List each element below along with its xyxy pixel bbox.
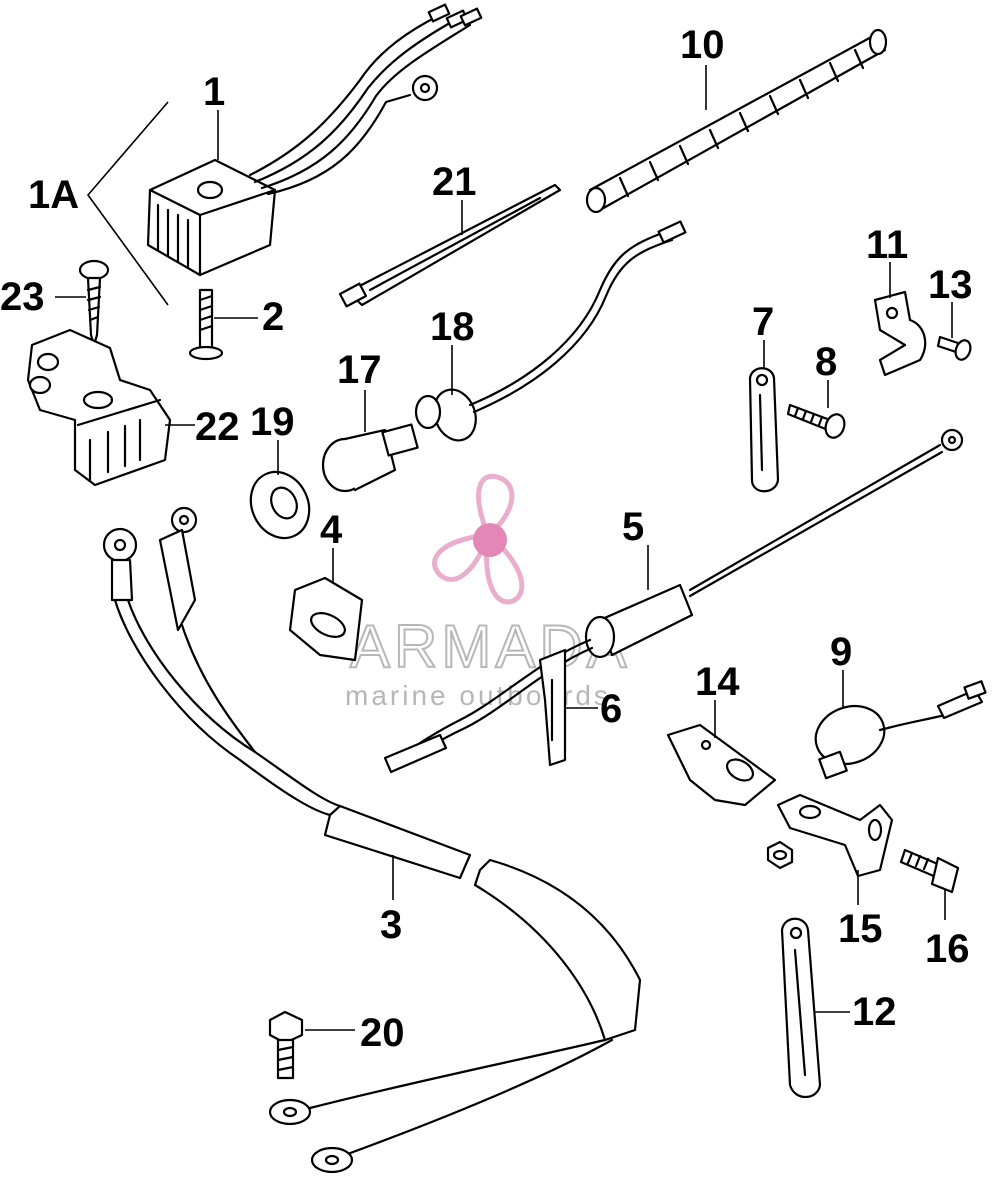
part-14-gasket	[666, 723, 777, 807]
part-label-20: 20	[360, 1011, 405, 1055]
part-16-bolt	[899, 848, 960, 894]
part-12-strap	[780, 917, 822, 1099]
part-label-6: 6	[600, 687, 622, 731]
part-4-grommet	[288, 576, 364, 662]
part-6-clip	[538, 648, 567, 767]
part-23-screw	[78, 259, 110, 347]
part-label-15: 15	[838, 907, 883, 951]
part-label-4: 4	[320, 508, 343, 552]
part-15-bracket	[766, 793, 894, 878]
part-label-8: 8	[815, 340, 837, 384]
part-label-5: 5	[622, 505, 644, 549]
part-label-17: 17	[337, 348, 382, 392]
part-label-11: 11	[866, 223, 908, 267]
part-17-connector	[321, 423, 419, 493]
part-label-16: 16	[925, 927, 970, 971]
propeller-icon	[432, 473, 525, 605]
part-label-21: 21	[432, 160, 477, 204]
part-3-battery-cable	[102, 506, 642, 1174]
watermark-logo: ARMADA marine outboards	[345, 473, 631, 711]
part-label-1: 1	[203, 70, 225, 114]
part-label-14: 14	[695, 660, 740, 704]
part-10-spiral-tube	[585, 28, 888, 214]
part-label-13: 13	[928, 263, 973, 307]
part-22-bracket	[26, 328, 172, 487]
part-19-nut	[249, 470, 311, 540]
watermark-brand: ARMADA	[350, 613, 631, 680]
part-8-screw	[786, 403, 846, 439]
part-13-screw	[936, 335, 972, 361]
part-5-cable	[383, 428, 964, 774]
watermark-tagline: marine outboards	[345, 680, 611, 711]
part-20-bolt	[268, 1010, 304, 1080]
part-2-bolt	[188, 288, 224, 361]
part-7-strap	[748, 367, 780, 493]
part-21-cable-tie	[338, 183, 562, 308]
leader-1a	[86, 101, 169, 306]
part-label-18: 18	[430, 305, 475, 349]
part-label-1a: 1A	[28, 173, 79, 217]
part-label-2: 2	[262, 295, 284, 339]
part-label-7: 7	[752, 300, 774, 344]
part-label-19: 19	[250, 400, 295, 444]
part-label-22: 22	[195, 405, 240, 449]
part-label-9: 9	[830, 630, 852, 674]
part-1-rectifier	[146, 3, 483, 277]
part-label-10: 10	[680, 23, 725, 67]
part-label-12: 12	[852, 990, 897, 1034]
part-18-grommet	[414, 220, 687, 442]
part-label-3: 3	[380, 903, 402, 947]
part-11-clamp	[873, 290, 927, 377]
part-9-switch	[814, 680, 987, 780]
part-label-23: 23	[0, 275, 45, 319]
